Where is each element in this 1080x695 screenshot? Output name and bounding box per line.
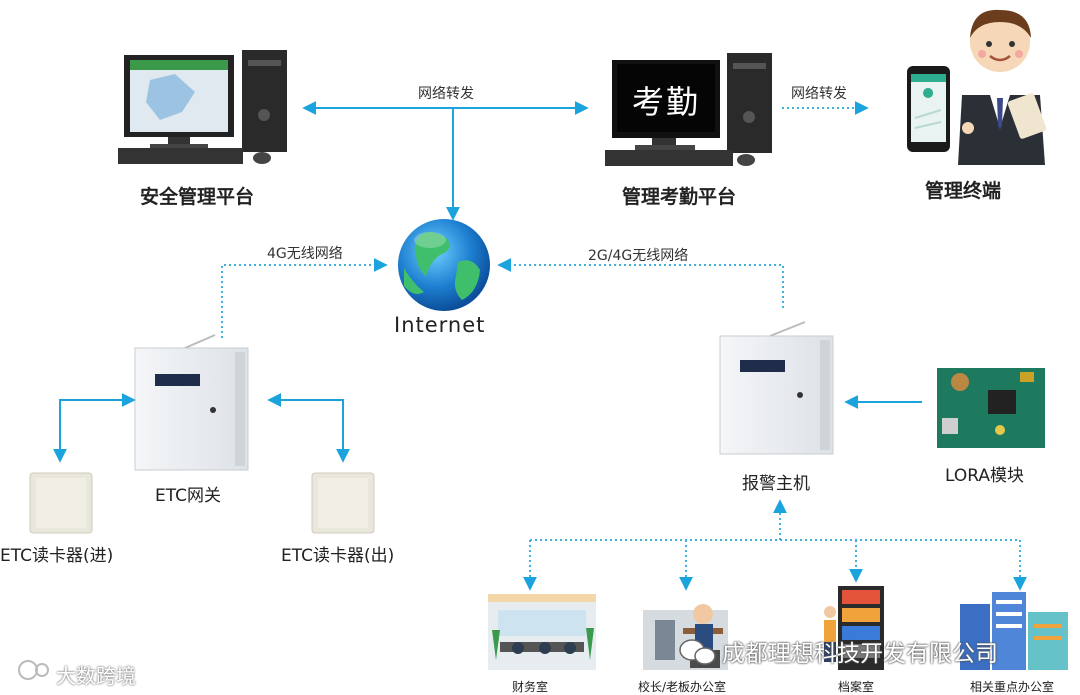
terminal-label: 管理终端 — [925, 180, 1002, 202]
etc-gateway-box-icon — [134, 334, 249, 471]
lora-module-icon — [937, 368, 1045, 448]
alarm-host-box-icon — [719, 321, 834, 455]
safety-platform-computer-icon — [118, 50, 287, 164]
etc-reader-in-label: ETC读卡器(进) — [0, 546, 114, 566]
room-label-archive: 档案室 — [838, 680, 875, 694]
lora-label: LORA模块 — [945, 466, 1024, 486]
watermark-left: 大数跨境 — [56, 664, 136, 688]
manager-person-icon — [958, 9, 1047, 165]
principal-office-icon — [643, 604, 728, 670]
watermark-logo-icon — [18, 660, 49, 680]
key-office-icon — [960, 592, 1068, 670]
wireless-2g4g-label: 2G/4G无线网络 — [588, 248, 689, 264]
room-label-principal: 校长/老板办公室 — [638, 680, 727, 694]
archive-room-icon — [824, 586, 884, 670]
etc-reader-in-icon — [29, 472, 93, 534]
phone-icon — [907, 66, 950, 152]
attendance-platform-computer-icon — [605, 53, 772, 166]
solid-arrows — [53, 101, 922, 463]
attendance-screen-text: 考勤 — [632, 83, 701, 121]
finance-room-icon — [488, 594, 596, 670]
room-label-finance: 财务室 — [512, 680, 549, 694]
arrow-gateway-reader-out — [267, 393, 350, 463]
alarm-host-label: 报警主机 — [742, 474, 810, 494]
wireless-4g-label: 4G无线网络 — [267, 246, 343, 262]
internet-label: Internet — [394, 313, 486, 337]
etc-gateway-label: ETC网关 — [155, 486, 221, 506]
arrow-gateway-reader-in — [53, 393, 136, 463]
etc-reader-out-label: ETC读卡器(出) — [281, 546, 395, 566]
arrow-alarm-internet — [497, 258, 784, 308]
forward-label-1: 网络转发 — [418, 86, 474, 102]
etc-reader-out-icon — [311, 472, 375, 534]
forward-label-2: 网络转发 — [791, 86, 847, 102]
watermark-company: 成都理想科技开发有限公司 — [722, 641, 998, 667]
internet-globe-icon — [398, 219, 490, 311]
room-label-key-office: 相关重点办公室 — [970, 680, 1055, 694]
attendance-platform-label: 管理考勤平台 — [622, 186, 737, 208]
arrow-gateway-internet — [221, 258, 388, 338]
wechat-icon — [679, 639, 716, 665]
dotted-arrows — [221, 101, 1027, 591]
safety-platform-label: 安全管理平台 — [140, 186, 255, 208]
